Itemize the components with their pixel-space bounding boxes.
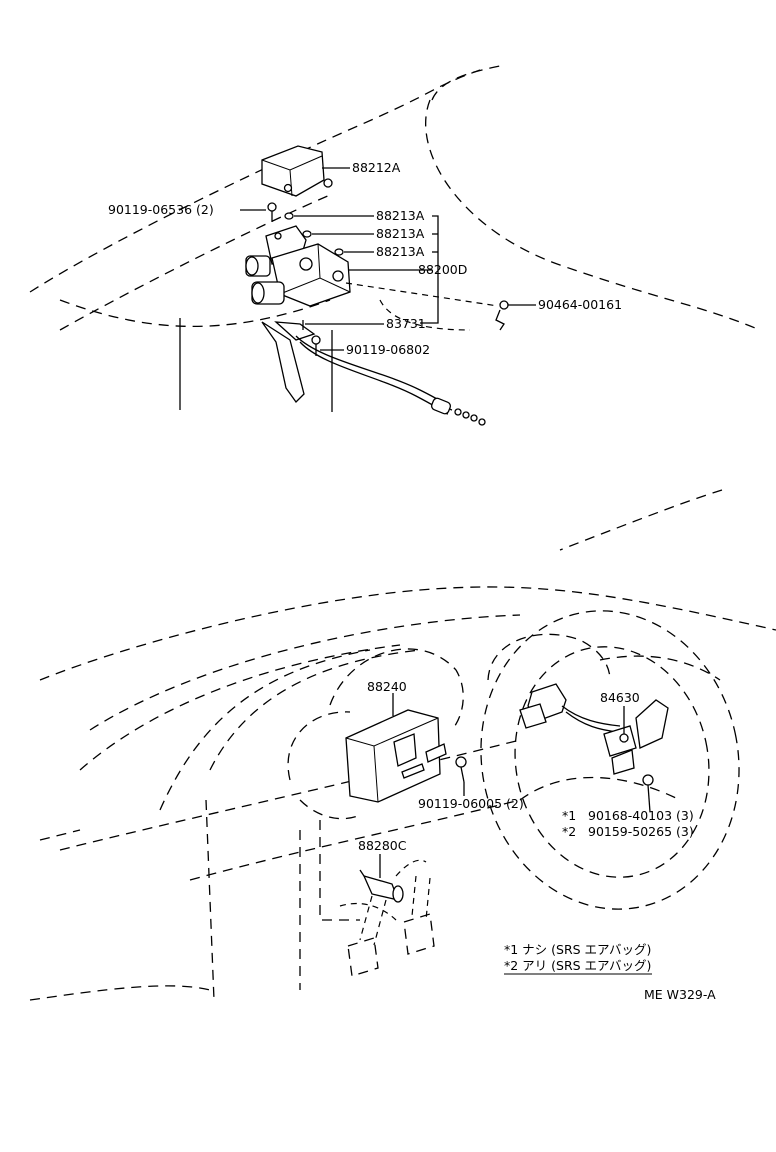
pedals [339,859,435,977]
legend-line-1: *1 ナシ (SRS エアバッグ) [504,942,651,957]
callout-84630: 84630 [600,690,640,705]
callout-88200d: 88200D [418,262,467,277]
callout-88213a-2: 88213A [376,226,425,241]
marker-star2: *2 [562,824,576,839]
callout-88213a-3: 88213A [376,244,425,259]
clip-90464-00161 [495,300,509,331]
actuator-cover-88212a [261,145,333,197]
group-bracket [420,215,439,324]
callout-88213a-1: 88213A [376,208,425,223]
legend-line-2: *2 アリ (SRS エアバッグ) [504,958,651,973]
callout-88240: 88240 [367,679,407,694]
steering-wheel [480,610,740,910]
nuts-88213a [284,212,344,256]
screw-90119-06536 [267,202,277,222]
callout-90159-50265: 90159-50265 (3) [588,824,694,839]
leader-switch-screws [647,784,651,813]
bracket-83731 [261,320,316,404]
engine-bay-outline [29,65,761,412]
callout-90119-06536: 90119-06536 (2) [108,202,214,217]
callout-90119-06005: 90119-06005 (2) [418,796,524,811]
leader-dash-clip [345,282,499,307]
screw-90119-06005 [455,756,467,783]
callout-83731: 83731 [386,316,426,331]
cruise-actuator-88200d [245,225,351,307]
callout-90119-06802: 90119-06802 [346,342,430,357]
callout-88280c: 88280C [358,838,407,853]
figure-code: ME W329-A [644,987,716,1002]
dashboard-outline [29,489,776,1001]
actuator-cable [295,335,486,426]
cruise-computer-88240 [345,709,447,803]
instrument-gauges [287,633,611,820]
marker-star1: *1 [562,808,576,823]
cruise-switch-84630 [519,683,669,786]
callout-90168-40103: 90168-40103 (3) [588,808,694,823]
stop-lamp-switch-88280c [359,869,404,903]
callout-88212a: 88212A [352,160,401,175]
legend: *1 ナシ (SRS エアバッグ) *2 アリ (SRS エアバッグ) [504,942,652,975]
callout-90464-00161: 90464-00161 [538,297,622,312]
